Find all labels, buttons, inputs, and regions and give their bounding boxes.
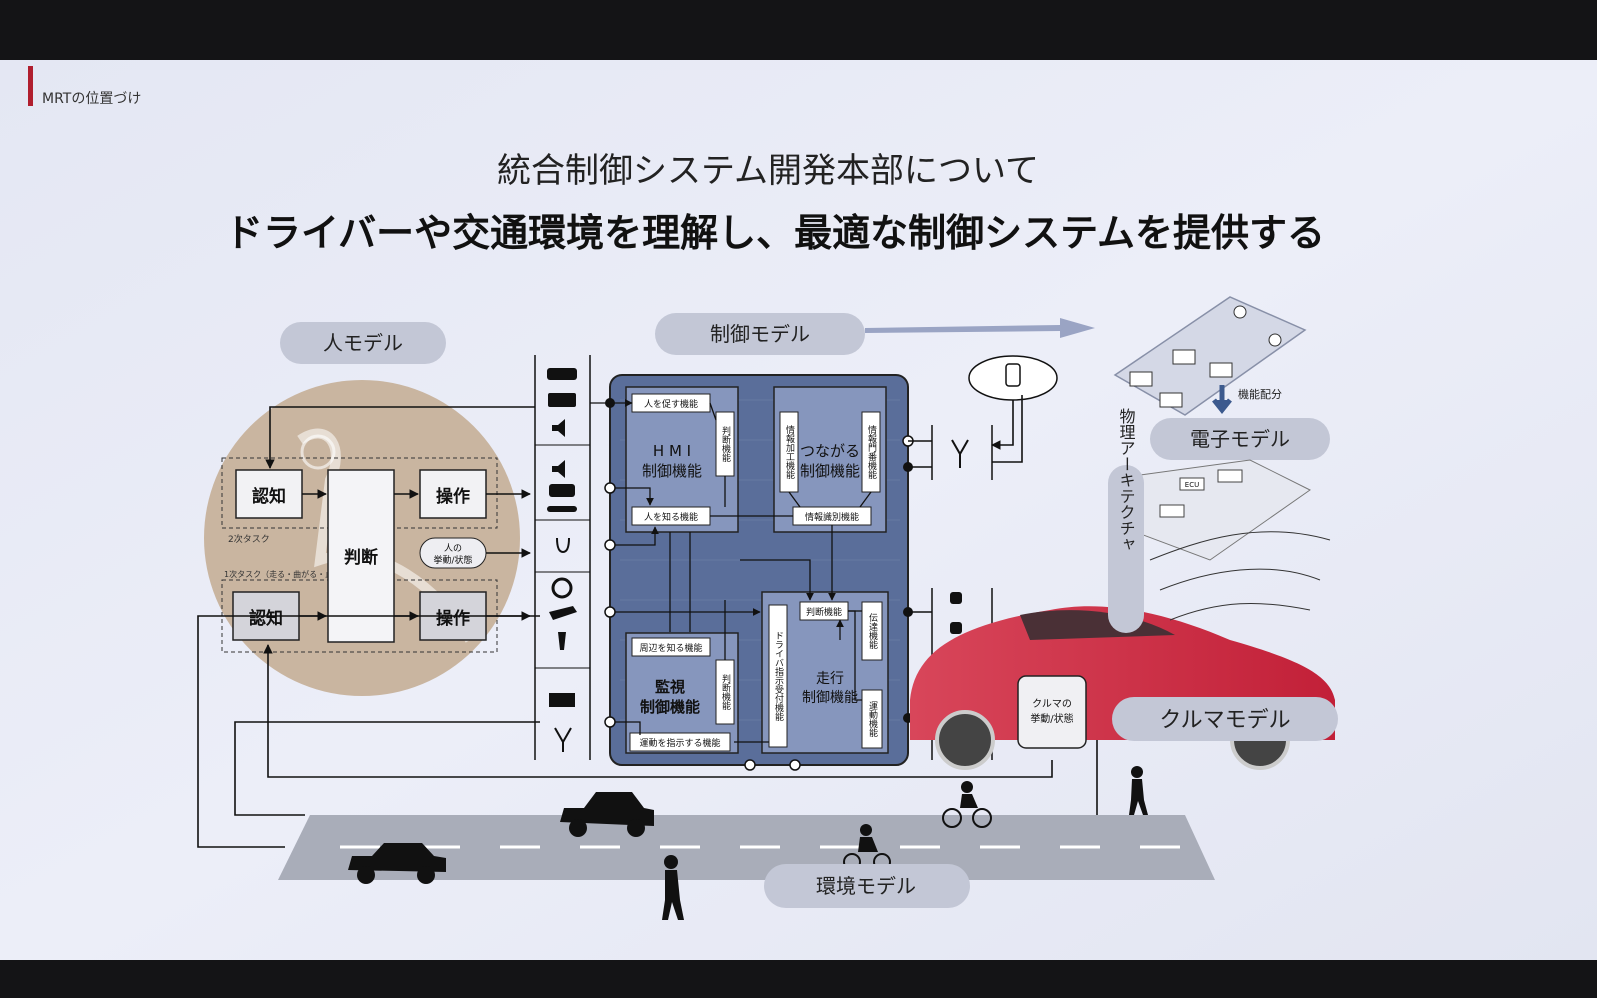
cyclist-icon-top (942, 781, 992, 828)
control-model-arrow (865, 318, 1095, 338)
motion-func-label: 運動機能 (867, 701, 878, 738)
connected-title-line2: 制御機能 (800, 462, 860, 480)
motion-instruct-label: 運動を指示する機能 (639, 737, 720, 749)
control-model-label: 制御モデル (710, 322, 810, 346)
physical-architecture-pill (1108, 465, 1144, 633)
vehicle-model-pill (1112, 697, 1338, 741)
environment-model-label: 環境モデル (816, 874, 916, 898)
environment-model-pill (764, 864, 970, 908)
hmi-title-line2: 制御機能 (642, 462, 702, 480)
headlight-icon (950, 592, 962, 604)
network-arrows (197, 395, 1102, 848)
judgement-label: 判断 (344, 547, 378, 568)
info-identify-label: 情報識別機能 (805, 511, 859, 523)
speaker-icon (552, 419, 565, 437)
shift-lever-icon (558, 632, 566, 650)
vehicle-model-label: クルマモデル (1159, 708, 1290, 733)
prompt-human-label: 人を促す機能 (644, 398, 698, 410)
car-window (1020, 610, 1175, 640)
secondary-task-box (221, 457, 498, 529)
antenna-icon (554, 727, 572, 752)
driver-head-icon (300, 434, 336, 470)
control-internal-arrows (590, 399, 872, 743)
driver-instruction-box (768, 604, 788, 748)
pedestrian-icon-right (1129, 766, 1148, 815)
slide-title: 統合制御システム開発本部について (497, 151, 1039, 191)
judgement-box (327, 469, 395, 643)
secondary-task-label: 2次タスク (228, 533, 270, 545)
header-accent-bar (28, 66, 33, 106)
biometric-sensor-icon (556, 537, 570, 554)
car-silhouette-front (348, 843, 446, 884)
seat-sensor-icon (547, 506, 577, 512)
know-surroundings-box (631, 637, 711, 657)
monitoring-title-line1: 監視 (655, 678, 685, 696)
human-model-label: 人モデル (323, 331, 403, 355)
vehicle-state-line1: クルマの (1032, 698, 1072, 710)
front-camera-icon (549, 693, 575, 707)
front-wheel-icon (935, 710, 995, 770)
ecu-blocks-top (1129, 305, 1282, 408)
monitor-judge-label: 判断機能 (720, 673, 731, 711)
control-model-pill (655, 313, 865, 355)
electronic-model-pill (1150, 418, 1330, 460)
recognition-label-top: 認知 (252, 486, 286, 507)
cloud-server-icon (968, 355, 1058, 401)
sensor-column (534, 355, 591, 760)
electronic-model-label: 電子モデル (1190, 427, 1290, 451)
slide-subtitle: ドライバーや交通環境を理解し、最適な制御システムを提供する (225, 211, 1325, 255)
vehicle-state-line2: 挙動/状態 (1030, 712, 1073, 725)
recognition-box-top (235, 469, 303, 519)
ecu-blocks-middle (1159, 469, 1243, 518)
pedestrian-icon-left (662, 855, 684, 920)
human-model-pill (280, 322, 446, 364)
transmission-label: 伝達機能 (867, 613, 878, 650)
telematics-antenna-icon (951, 439, 969, 468)
connected-title-line1: つながる (800, 442, 860, 460)
function-allocation-arrow (1212, 385, 1232, 415)
operation-label-top: 操作 (436, 486, 470, 507)
driver-camera-icon (549, 484, 575, 497)
ecu-label: ECU (1185, 481, 1199, 489)
steering-wheel-icon (551, 577, 573, 599)
head-up-display-icon (547, 368, 577, 380)
control-open-dots (604, 435, 914, 771)
section-label: MRTの位置づけ (42, 91, 141, 107)
monitoring-title-line2: 制御機能 (640, 698, 700, 716)
horn-icon (950, 622, 962, 634)
wire-harness-icon (1149, 531, 1331, 621)
transmission-box (861, 601, 883, 661)
know-surroundings-label: 周辺を知る機能 (639, 642, 702, 654)
car-silhouette-rear (560, 792, 654, 837)
motion-instruct-box (629, 732, 731, 752)
hmi-title-line1: H M I (653, 442, 691, 460)
driving-title-line1: 走行 (816, 671, 844, 687)
vehicle-state-box (1017, 675, 1087, 749)
human-state-line1: 人の (444, 543, 462, 554)
sound-output-icon (552, 460, 565, 478)
info-gatekeeper-label: 情報門番機能 (866, 424, 877, 480)
operation-label-bottom: 操作 (436, 608, 470, 629)
driving-title-line2: 制御機能 (802, 690, 858, 706)
know-human-label: 人を知る機能 (644, 511, 698, 523)
primary-task-label: 1次タスク（走る・曲がる・止まる） (224, 569, 357, 579)
hmi-judge-label: 判断機能 (720, 425, 731, 463)
motion-func-box (861, 689, 883, 749)
function-allocation-label: 機能配分 (1238, 387, 1282, 401)
recognition-label-bottom: 認知 (249, 608, 283, 629)
pedal-icon (549, 606, 577, 620)
operation-box-top (419, 469, 487, 519)
display-screen-icon (548, 393, 576, 407)
physical-architecture-label: 物理アーキテクチャ (1117, 408, 1136, 552)
info-processing-label: 情報加工機能 (784, 424, 795, 480)
driver-instruction-label: ドライバ指示受付機能 (773, 631, 784, 722)
human-state-line2: 挙動/状態 (433, 554, 472, 566)
drive-judge-label: 判断機能 (806, 606, 842, 618)
